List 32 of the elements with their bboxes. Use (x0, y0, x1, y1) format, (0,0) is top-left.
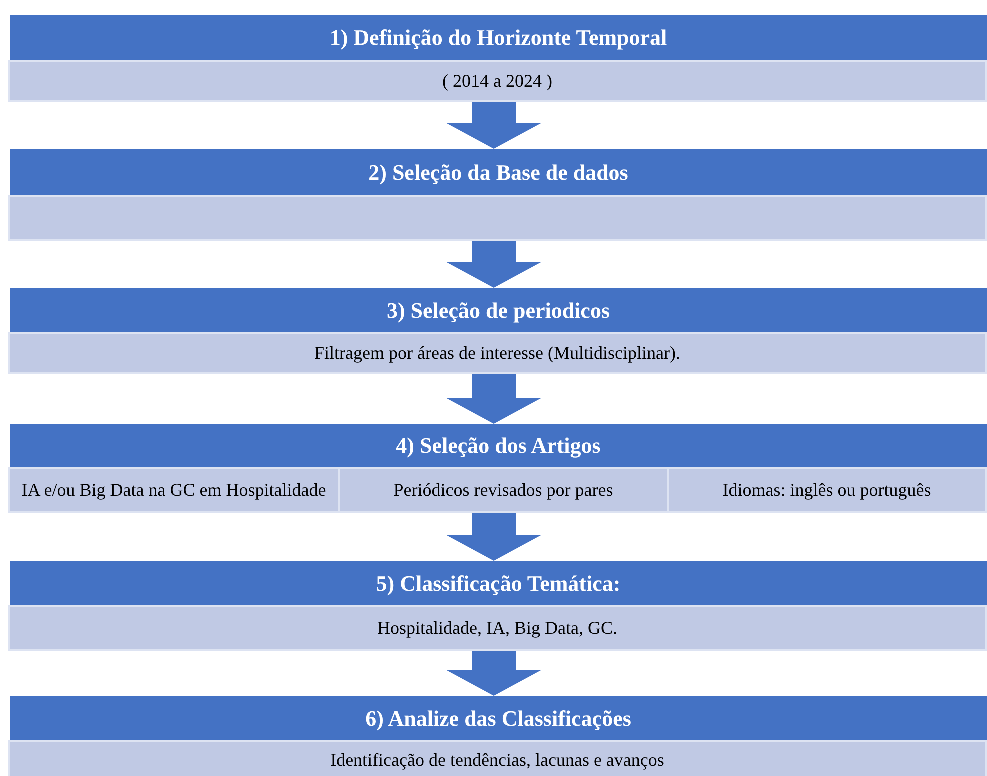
step-title: 2) Seleção da Base de dados (368, 160, 628, 186)
block-arrow (446, 241, 542, 288)
step-title: 6) Analize das Classificações (366, 706, 632, 732)
step-detail: Filtragem por áreas de interesse (Multidisciplinar). (314, 344, 680, 362)
step-detail-bar (667, 467, 987, 513)
step-detail: Hospitalidade, IA, Big Data, GC. (378, 618, 618, 638)
step-header-bar (10, 15, 987, 61)
step-detail-bar (8, 60, 987, 102)
step-detail-bar (8, 332, 987, 374)
step-title: 5) Classificação Temática: (376, 570, 621, 596)
step-header-bar (10, 424, 987, 468)
step-detail-bar (8, 467, 340, 513)
step-detail-bar (8, 605, 987, 651)
step-title: 1) Definição do Horizonte Temporal (330, 25, 668, 51)
step-header-bar (10, 149, 987, 196)
step-title: 3) Seleção de periodicos (386, 298, 610, 324)
step-detail-bar (338, 467, 669, 513)
step-detail: Idiomas: inglês ou português (722, 480, 932, 500)
step-detail-bar (8, 740, 987, 776)
block-arrow (446, 102, 542, 149)
step-detail: ( 2014 a 2024 ) (442, 72, 552, 90)
block-arrow (446, 374, 542, 424)
block-arrow (446, 651, 542, 696)
step-detail-bar (8, 195, 987, 241)
step-header-bar (10, 288, 987, 333)
step-detail: Periódicos revisados por pares (394, 480, 614, 500)
step-title: 4) Seleção dos Artigos (396, 433, 601, 459)
step-detail: IA e/ou Big Data na GC em Hospitalidade (22, 480, 326, 500)
step-header-bar (10, 561, 987, 606)
block-arrow (446, 513, 542, 561)
step-detail: Identificação de tendências, lacunas e avanços (330, 750, 664, 770)
step-header-bar (10, 696, 987, 741)
